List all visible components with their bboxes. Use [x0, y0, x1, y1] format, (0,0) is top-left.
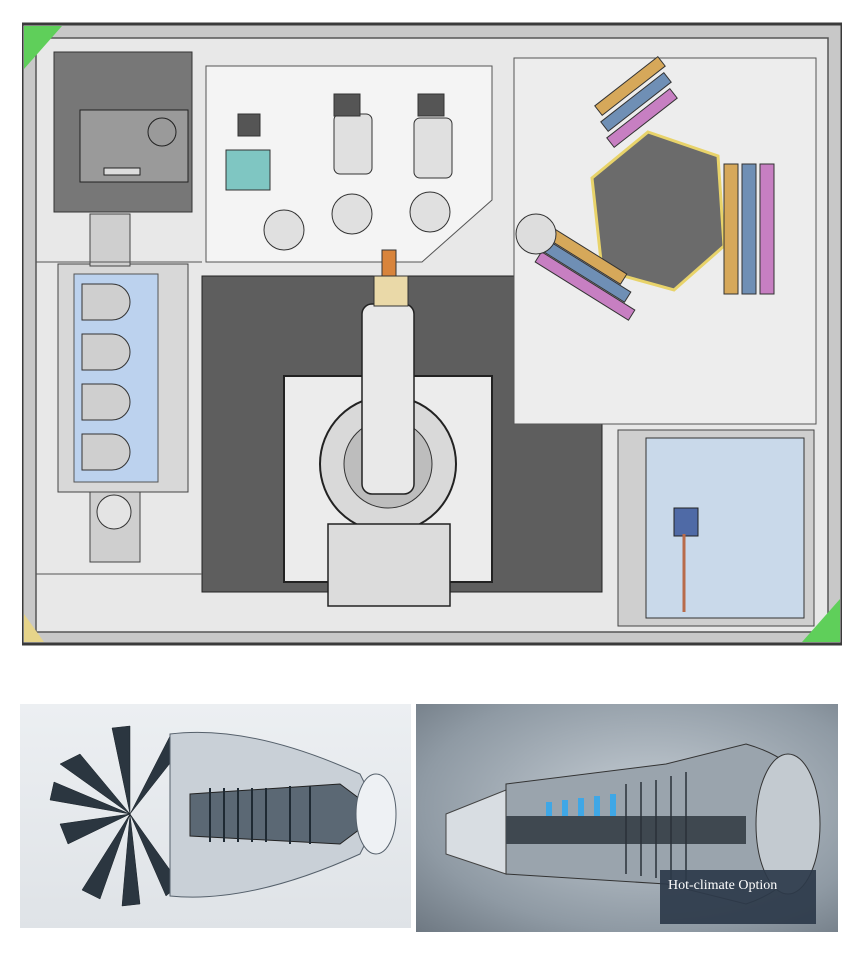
rack-cradles [81, 283, 131, 471]
hot-climate-label: Hot-climate Option [660, 870, 816, 924]
robot-gripper-tip [381, 249, 397, 277]
robot-arm [361, 303, 415, 495]
corner-marker-tl [24, 26, 62, 69]
compressor-ribs [625, 772, 687, 886]
turbine-inlet [445, 789, 507, 875]
duct-upper [89, 213, 131, 267]
carousel-entry-ring [515, 213, 557, 255]
duct-opening [96, 494, 132, 530]
compressor-stages [209, 786, 311, 844]
engine-core [189, 783, 381, 845]
blade-fixtures [526, 55, 775, 321]
panel-device [673, 507, 699, 537]
gas-turbine-icon [445, 743, 821, 905]
blade-row-highlights [546, 794, 616, 816]
fan-blades [49, 725, 183, 907]
gas-turbine-photo: Hot-climate Option [416, 704, 838, 932]
cabinet-dial [147, 117, 177, 147]
blue-panel [645, 437, 805, 619]
turbofan-engine-icon [49, 725, 397, 907]
cabinet-slot [103, 167, 141, 176]
corner-marker-br [802, 599, 840, 642]
spindle-tools [225, 93, 453, 251]
factory-floor-plan [22, 22, 842, 646]
robot-gripper [373, 275, 409, 307]
exhaust-nozzle [355, 773, 397, 855]
hex-carousel [590, 130, 726, 292]
corner-marker-bl [24, 614, 44, 642]
robot-base-unit [327, 523, 451, 607]
turbofan-cutaway-photo [20, 704, 411, 928]
